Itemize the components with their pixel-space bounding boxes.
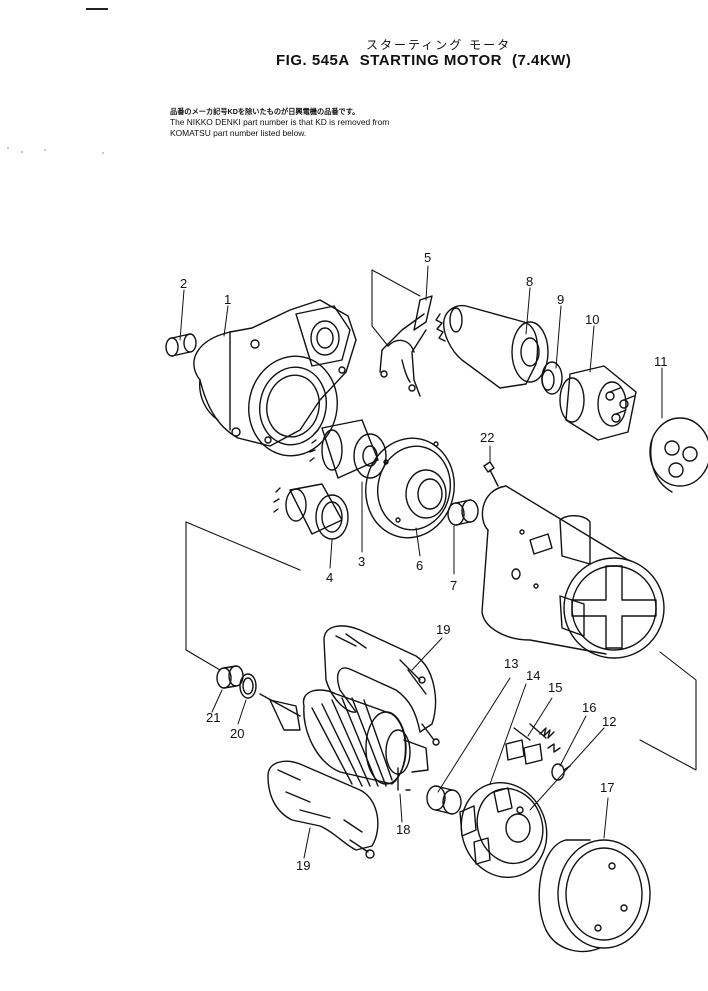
callout-6: 6 (416, 558, 423, 573)
callout-8: 8 (526, 274, 533, 289)
part-21-collar (216, 665, 244, 689)
callout-16: 16 (582, 700, 596, 715)
callout-7: 7 (450, 578, 457, 593)
part-9-washer (541, 361, 563, 395)
part-2-bushing (165, 333, 197, 357)
leader-lines (179, 265, 663, 859)
part-10-switch-cover (559, 365, 637, 441)
callout-19-upper: 19 (436, 622, 450, 637)
scan-specks (7, 147, 104, 154)
callout-10: 10 (585, 312, 599, 327)
fig-rating: (7.4KW) (511, 52, 572, 69)
part-13-bushing (426, 785, 462, 815)
callout-3: 3 (358, 554, 365, 569)
callout-13: 13 (504, 656, 518, 671)
callout-20: 20 (230, 726, 244, 741)
part-12-brush-holder (459, 781, 548, 879)
part-20-ring (239, 673, 257, 699)
part-15-springs (539, 727, 561, 753)
callout-17: 17 (600, 780, 614, 795)
callout-5: 5 (424, 250, 431, 265)
part-6-center-bracket (365, 437, 455, 539)
header-rule (86, 8, 108, 10)
callout-1: 1 (224, 292, 231, 307)
note-line-1: The NIKKO DENKI part number is that KD i… (170, 117, 390, 127)
callout-14: 14 (526, 668, 540, 683)
part-yoke (481, 485, 665, 659)
part-18-armature (259, 689, 429, 791)
callout-numbers: 1 2 3 4 5 6 7 8 9 10 11 12 13 14 15 16 1… (180, 250, 668, 873)
callout-12: 12 (602, 714, 616, 729)
note-japanese: 品番のメーカ記号KDを除いたものが日興電機の品番です。 (170, 107, 360, 116)
callout-15: 15 (548, 680, 562, 695)
callout-18: 18 (396, 822, 410, 837)
japanese-title: スターティング モータ (366, 38, 512, 52)
callout-9: 9 (557, 292, 564, 307)
part-19-field-coil-lower (267, 760, 379, 859)
part-14-brushes (505, 723, 547, 765)
part-8-magnetic-switch (435, 304, 549, 389)
part-16-washer (551, 763, 571, 781)
assembly-guide-lines (185, 269, 697, 771)
note-line-2: KOMATSU part number listed below. (170, 128, 307, 138)
part-17-rear-cover (538, 839, 651, 953)
callout-2: 2 (180, 276, 187, 291)
fig-name: STARTING MOTOR (359, 52, 502, 69)
part-4-spacer (273, 483, 349, 540)
callout-21: 21 (206, 710, 220, 725)
fig-number: FIG. 545A (276, 52, 350, 69)
part-1-drive-housing (193, 299, 357, 457)
part-3-clutch (309, 419, 387, 479)
part-11-cap (649, 417, 708, 493)
part-5-shift-lever (379, 295, 433, 397)
callout-11: 11 (654, 354, 668, 369)
figure-title: FIG. 545A STARTING MOTOR (7.4KW) (276, 52, 581, 69)
callout-22: 22 (480, 430, 494, 445)
callout-19-lower: 19 (296, 858, 310, 873)
callout-4: 4 (326, 570, 333, 585)
part-19-field-coil-upper (323, 625, 440, 746)
part-22-screw (483, 461, 499, 487)
part-number-note: 品番のメーカ記号KDを除いたものが日興電機の品番です。 The NIKKO DE… (170, 106, 389, 139)
part-7-bushing (447, 499, 479, 526)
